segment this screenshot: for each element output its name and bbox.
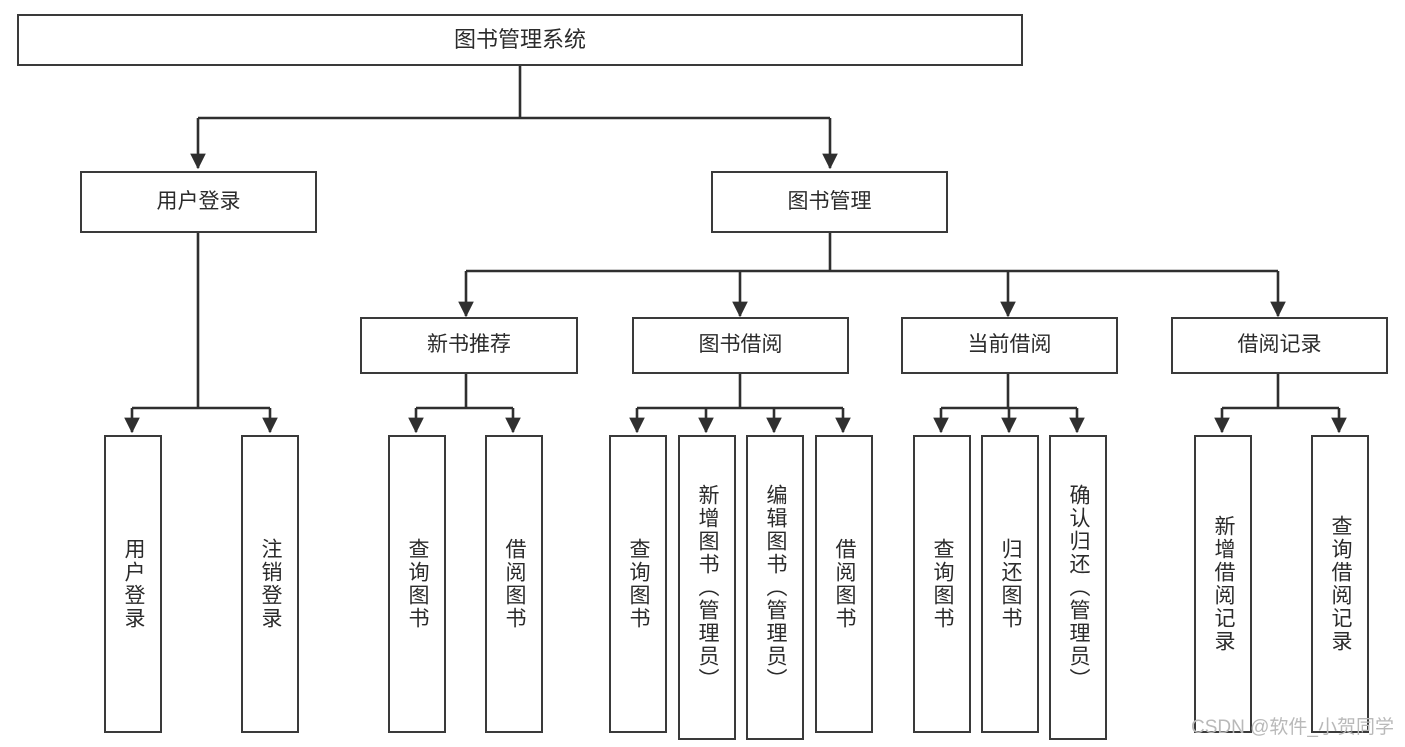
node-user-login[interactable]: 用户登录: [80, 171, 317, 233]
node-label: 借阅记录: [1237, 333, 1322, 357]
node-label: 查询图书: [627, 538, 651, 630]
node-leaf-book-borrow-borrow[interactable]: 借阅图书: [815, 435, 873, 733]
node-borrow-record[interactable]: 借阅记录: [1171, 317, 1388, 374]
node-label: 新书推荐: [427, 333, 511, 357]
node-leaf-book-borrow-query[interactable]: 查询图书: [609, 435, 667, 733]
node-label: 新增借阅记录: [1212, 515, 1236, 653]
node-book-borrow[interactable]: 图书借阅: [632, 317, 849, 374]
node-label: 查询图书: [406, 538, 430, 630]
node-leaf-user-login-signout[interactable]: 注销登录: [241, 435, 299, 733]
node-leaf-current-borrow-confirm[interactable]: 确认归还（管理员）: [1049, 435, 1107, 740]
node-label: 用户登录: [122, 538, 146, 630]
node-root-book-management-system[interactable]: 图书管理系统: [17, 14, 1023, 66]
node-leaf-borrow-record-query[interactable]: 查询借阅记录: [1311, 435, 1369, 733]
node-leaf-current-borrow-query[interactable]: 查询图书: [913, 435, 971, 733]
node-label: 借阅图书: [503, 538, 527, 630]
node-label: 借阅图书: [833, 538, 857, 630]
node-leaf-current-borrow-return[interactable]: 归还图书: [981, 435, 1039, 733]
node-leaf-new-book-query[interactable]: 查询图书: [388, 435, 446, 733]
node-leaf-user-login-signin[interactable]: 用户登录: [104, 435, 162, 733]
node-label: 图书管理系统: [453, 27, 586, 53]
node-label: 编辑图书（管理员）: [764, 484, 788, 691]
node-label: 用户登录: [156, 189, 241, 213]
node-label: 查询图书: [931, 538, 955, 630]
node-leaf-new-book-borrow[interactable]: 借阅图书: [485, 435, 543, 733]
node-label: 图书借阅: [698, 333, 783, 357]
node-new-book-recommend[interactable]: 新书推荐: [360, 317, 578, 374]
node-label: 当前借阅: [967, 333, 1052, 357]
node-label: 归还图书: [999, 538, 1023, 630]
node-label: 查询借阅记录: [1329, 515, 1353, 653]
node-label: 注销登录: [259, 538, 283, 630]
node-current-borrow[interactable]: 当前借阅: [901, 317, 1118, 374]
node-label: 新增图书（管理员）: [696, 484, 720, 691]
node-leaf-book-borrow-add[interactable]: 新增图书（管理员）: [678, 435, 736, 740]
node-label: 图书管理: [787, 189, 872, 213]
node-book-management[interactable]: 图书管理: [711, 171, 948, 233]
node-leaf-borrow-record-add[interactable]: 新增借阅记录: [1194, 435, 1252, 733]
node-leaf-book-borrow-edit[interactable]: 编辑图书（管理员）: [746, 435, 804, 740]
node-label: 确认归还（管理员）: [1067, 484, 1091, 691]
